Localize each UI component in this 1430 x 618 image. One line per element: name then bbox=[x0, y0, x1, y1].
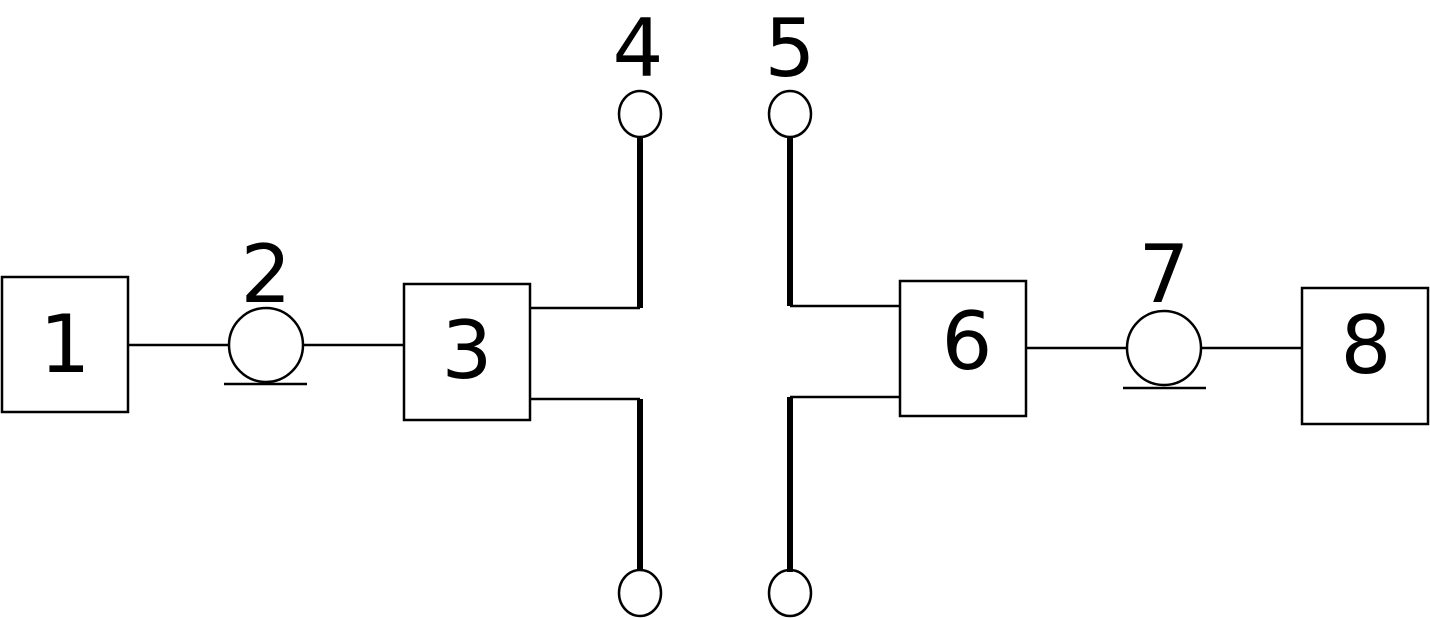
label-2: 2 bbox=[241, 228, 292, 321]
label-1: 1 bbox=[40, 298, 91, 391]
label-6: 6 bbox=[942, 295, 993, 388]
label-7: 7 bbox=[1139, 228, 1190, 321]
label-3: 3 bbox=[442, 304, 493, 397]
terminal-4-bottom bbox=[617, 568, 663, 618]
component-7: 7 bbox=[1123, 228, 1206, 390]
label-4: 4 bbox=[613, 2, 664, 95]
block-8: 8 bbox=[1300, 286, 1430, 426]
terminal-5-bottom bbox=[767, 568, 813, 618]
circle-2 bbox=[227, 306, 305, 384]
label-5: 5 bbox=[765, 2, 816, 95]
label-8: 8 bbox=[1341, 299, 1392, 392]
component-2: 2 bbox=[224, 228, 307, 386]
circle-7 bbox=[1125, 309, 1203, 387]
terminal-5: 5 bbox=[765, 2, 816, 618]
block-3: 3 bbox=[402, 282, 532, 422]
terminal-5-top bbox=[767, 89, 813, 139]
block-1: 1 bbox=[0, 275, 130, 414]
terminal-4: 4 bbox=[613, 2, 664, 618]
block-6: 6 bbox=[898, 279, 1028, 418]
terminal-4-top bbox=[617, 89, 663, 139]
